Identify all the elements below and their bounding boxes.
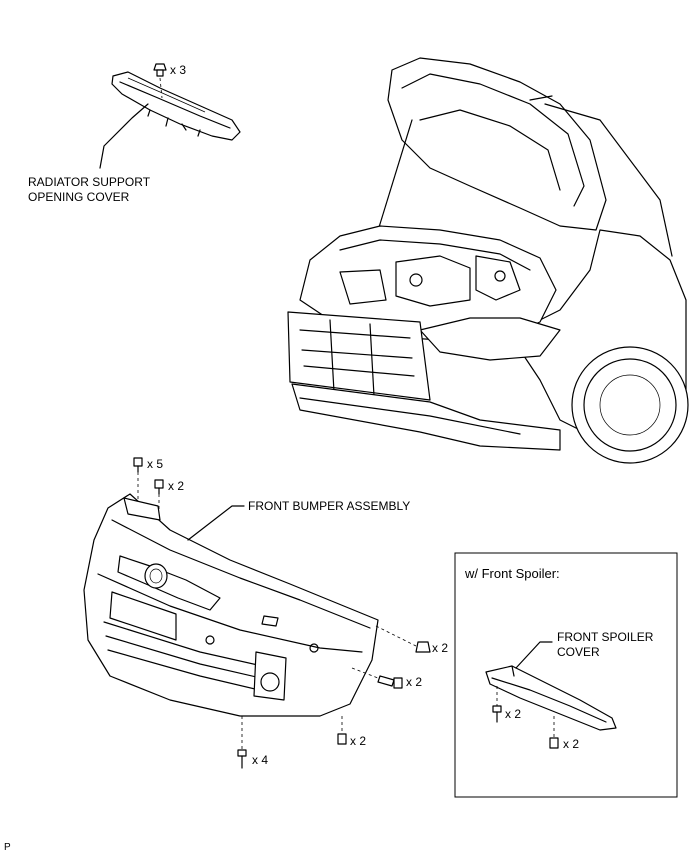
spoiler-right-screw-icon — [549, 737, 559, 749]
bumper-top-b-qty: x 2 — [168, 479, 184, 493]
bumper-right-upper-qty: x 2 — [432, 641, 448, 655]
spoiler-left-qty: x 2 — [505, 707, 521, 721]
bumper-bottom-right-qty: x 2 — [350, 734, 366, 748]
radiator-cover-label-2: OPENING COVER — [28, 190, 130, 204]
bumper-bottom-left-screw-icon — [237, 749, 247, 769]
front-bumper-assembly — [83, 493, 379, 717]
front-spoiler-label-2: COVER — [557, 645, 600, 659]
bumper-right-lower-screw-icon — [377, 675, 403, 689]
bumper-right-upper-clip-icon — [415, 641, 431, 653]
spoiler-left-screw-icon — [492, 705, 502, 723]
front-bumper-leader — [187, 505, 245, 541]
front-spoiler-cover — [485, 665, 617, 731]
bumper-top-screw-b-icon — [154, 479, 164, 495]
vehicle-front-illustration — [287, 57, 689, 464]
radiator-cover-label-1: RADIATOR SUPPORT — [28, 175, 151, 189]
radiator-cover-leader — [99, 103, 149, 169]
radiator-clip-qty: x 3 — [170, 63, 186, 77]
radiator-support-opening-cover — [111, 71, 241, 141]
front-spoiler-leader — [515, 641, 553, 669]
inset-title: w/ Front Spoiler: — [464, 566, 560, 581]
bumper-right-lower-qty: x 2 — [406, 675, 422, 689]
radiator-clip-icon — [153, 63, 167, 77]
bumper-bottom-left-qty: x 4 — [252, 753, 268, 767]
corner-mark: P — [4, 842, 11, 853]
inset-frame — [454, 552, 678, 798]
bumper-top-a-qty: x 5 — [147, 457, 163, 471]
bumper-right-upper-leader — [375, 625, 417, 647]
bumper-right-lower-leader — [351, 667, 379, 679]
front-spoiler-label-1: FRONT SPOILER — [557, 630, 654, 644]
bumper-bottom-right-screw-icon — [337, 733, 347, 745]
front-bumper-label: FRONT BUMPER ASSEMBLY — [248, 499, 410, 513]
spoiler-right-qty: x 2 — [563, 737, 579, 751]
bumper-top-screw-a-icon — [133, 457, 143, 473]
